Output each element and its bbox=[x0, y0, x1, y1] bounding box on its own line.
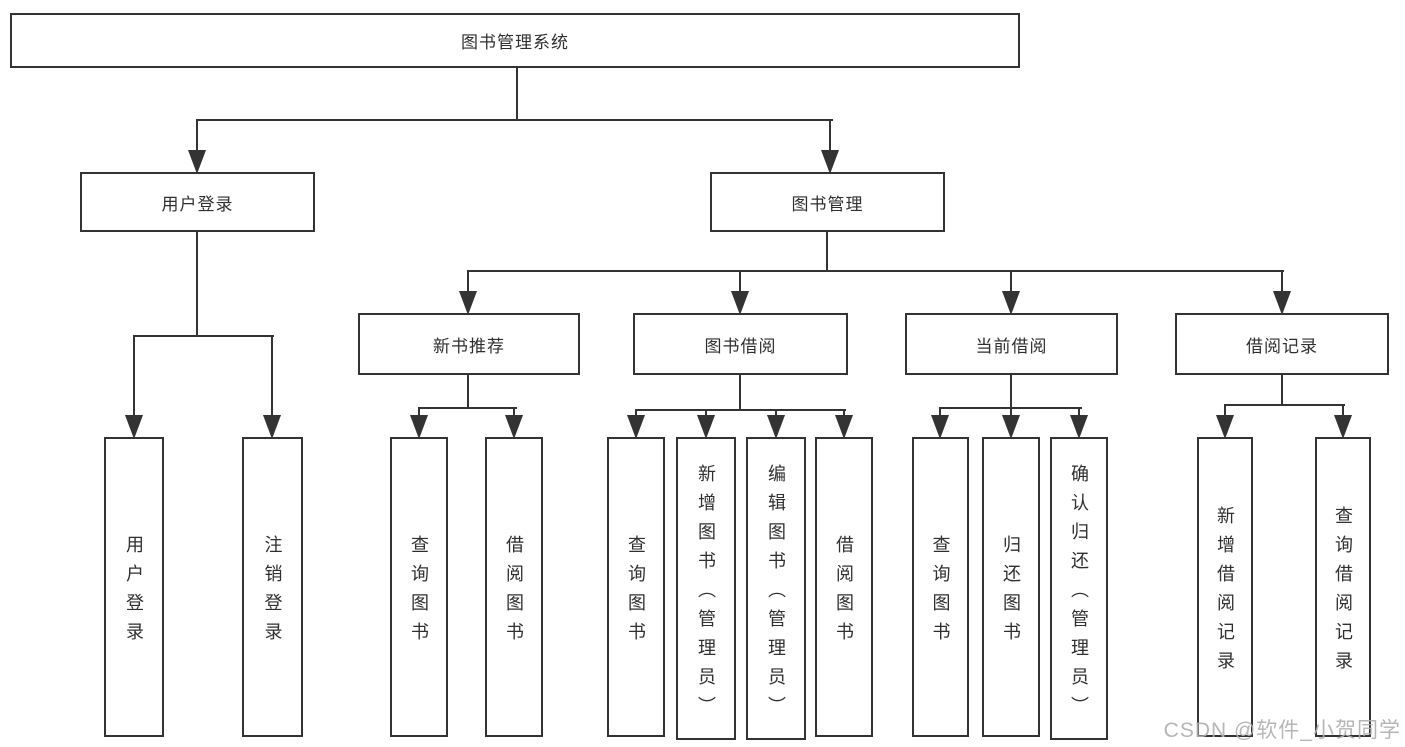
node-leaf-add-books-admin-label: 新增图书（管理员） bbox=[696, 463, 716, 725]
connector-line bbox=[1224, 404, 1345, 406]
arrowhead-down bbox=[835, 415, 853, 439]
node-leaf-logout-label: 注销登录 bbox=[262, 534, 283, 651]
node-current-borrowing-label: 当前借阅 bbox=[975, 336, 1048, 356]
connector-line bbox=[467, 270, 469, 298]
connector-line bbox=[516, 68, 518, 121]
arrowhead-down bbox=[1216, 415, 1234, 439]
arrowhead-down bbox=[697, 415, 715, 439]
arrowhead-down bbox=[125, 415, 143, 439]
node-borrowing-records-label: 借阅记录 bbox=[1246, 336, 1318, 356]
connector-line bbox=[271, 335, 273, 421]
connector-line bbox=[705, 409, 707, 419]
arrowhead-down bbox=[410, 415, 428, 439]
node-root-label: 图书管理系统 bbox=[461, 33, 569, 52]
node-book-borrowing: 图书借阅 bbox=[633, 313, 848, 375]
node-leaf-edit-books-admin-label: 编辑图书（管理员） bbox=[766, 463, 786, 725]
connector-line bbox=[196, 232, 198, 337]
node-leaf-return-books: 归还图书 bbox=[982, 437, 1040, 737]
arrowhead-down bbox=[263, 415, 281, 439]
node-leaf-query-books-recommend-label: 查询图书 bbox=[409, 534, 429, 651]
node-leaf-query-borrow-record: 查询借阅记录 bbox=[1315, 437, 1371, 737]
connector-line bbox=[133, 335, 274, 337]
connector-line bbox=[1342, 404, 1344, 419]
node-borrowing-records: 借阅记录 bbox=[1175, 313, 1389, 375]
connector-line bbox=[1281, 375, 1283, 406]
connector-line bbox=[829, 119, 831, 159]
node-leaf-query-borrow-record-label: 查询借阅记录 bbox=[1333, 505, 1353, 680]
node-leaf-query-books-borrowing-label: 查询图书 bbox=[626, 534, 646, 651]
connector-line bbox=[1224, 404, 1226, 419]
node-leaf-query-books-borrowing: 查询图书 bbox=[607, 437, 665, 737]
arrowhead-down bbox=[188, 150, 206, 174]
arrowhead-down bbox=[821, 150, 839, 174]
node-new-book-recommend: 新书推荐 bbox=[358, 313, 580, 375]
arrowhead-down bbox=[767, 415, 785, 439]
node-leaf-borrow-books-recommend-label: 借阅图书 bbox=[504, 534, 524, 651]
node-leaf-query-books-recommend: 查询图书 bbox=[390, 437, 448, 737]
node-leaf-return-books-label: 归还图书 bbox=[1001, 534, 1021, 651]
node-book-management-label: 图书管理 bbox=[791, 194, 864, 214]
arrowhead-down bbox=[1273, 291, 1291, 315]
connector-line bbox=[635, 409, 846, 411]
arrowhead-down bbox=[731, 291, 749, 315]
arrowhead-down bbox=[1334, 415, 1352, 439]
arrowhead-down bbox=[505, 415, 523, 439]
node-book-management: 图书管理 bbox=[710, 172, 945, 232]
node-user-login-label: 用户登录 bbox=[161, 194, 234, 214]
node-leaf-borrow-books-borrowing-label: 借阅图书 bbox=[834, 534, 854, 651]
connector-line bbox=[418, 407, 420, 419]
node-leaf-confirm-return-admin: 确认归还（管理员） bbox=[1050, 437, 1108, 740]
connector-line bbox=[739, 375, 741, 411]
connector-line bbox=[418, 407, 517, 409]
node-leaf-edit-books-admin: 编辑图书（管理员） bbox=[746, 437, 806, 740]
node-leaf-query-books-current-label: 查询图书 bbox=[930, 534, 951, 651]
node-root: 图书管理系统 bbox=[10, 13, 1020, 68]
node-current-borrowing: 当前借阅 bbox=[905, 313, 1118, 375]
connector-line bbox=[843, 409, 845, 419]
connector-line bbox=[1010, 407, 1012, 419]
connector-line bbox=[939, 407, 941, 419]
connector-line bbox=[1281, 270, 1283, 298]
connector-line bbox=[196, 119, 833, 121]
connector-line bbox=[635, 409, 637, 419]
arrowhead-down bbox=[459, 291, 477, 315]
node-leaf-add-borrow-record: 新增借阅记录 bbox=[1197, 437, 1253, 737]
connector-line bbox=[775, 409, 777, 419]
arrowhead-down bbox=[1002, 415, 1020, 439]
arrowhead-down bbox=[1070, 415, 1088, 439]
node-leaf-borrow-books-borrowing: 借阅图书 bbox=[815, 437, 873, 737]
node-book-borrowing-label: 图书借阅 bbox=[704, 336, 777, 356]
node-leaf-borrow-books-recommend: 借阅图书 bbox=[485, 437, 543, 737]
node-leaf-add-borrow-record-label: 新增借阅记录 bbox=[1215, 505, 1235, 680]
node-leaf-logout: 注销登录 bbox=[242, 437, 303, 737]
node-new-book-recommend-label: 新书推荐 bbox=[433, 336, 505, 356]
connector-line bbox=[467, 270, 1284, 272]
node-leaf-confirm-return-admin-label: 确认归还（管理员） bbox=[1069, 463, 1089, 725]
connector-line bbox=[1010, 375, 1012, 409]
arrowhead-down bbox=[1002, 291, 1020, 315]
connector-line bbox=[513, 407, 515, 419]
connector-line bbox=[1010, 270, 1012, 298]
arrowhead-down bbox=[627, 415, 645, 439]
connector-line bbox=[1078, 407, 1080, 419]
node-leaf-user-login: 用户登录 bbox=[104, 437, 164, 737]
connector-line bbox=[467, 375, 469, 409]
node-leaf-query-books-current: 查询图书 bbox=[912, 437, 969, 737]
connector-line bbox=[133, 335, 135, 421]
arrowhead-down bbox=[931, 415, 949, 439]
connector-line bbox=[826, 232, 828, 272]
connector-line bbox=[196, 119, 198, 159]
connector-line bbox=[739, 270, 741, 298]
watermark-text: CSDN @软件_小贺同学 bbox=[1163, 719, 1401, 742]
node-leaf-user-login-label: 用户登录 bbox=[124, 534, 144, 651]
node-user-login: 用户登录 bbox=[80, 172, 315, 232]
node-leaf-add-books-admin: 新增图书（管理员） bbox=[676, 437, 736, 740]
